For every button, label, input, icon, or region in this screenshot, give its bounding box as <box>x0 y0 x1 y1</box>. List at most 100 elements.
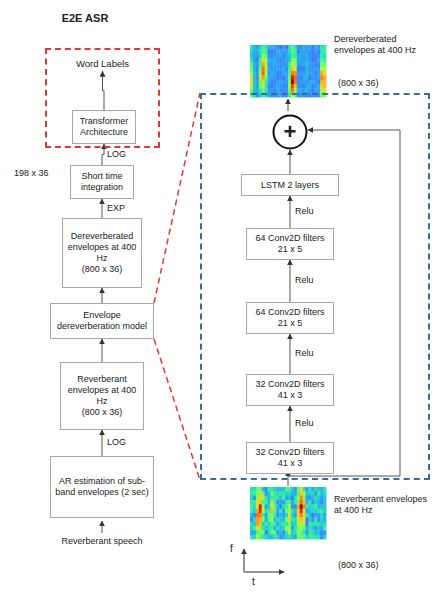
spectrogram-cell <box>282 500 285 505</box>
spectrogram-cell <box>265 84 268 89</box>
spectrogram-cell <box>314 49 317 54</box>
spectrogram-cell <box>311 49 314 54</box>
spectrogram-cell <box>294 513 297 518</box>
spectrogram-cell <box>276 84 279 89</box>
spectrogram-cell <box>285 535 288 540</box>
spectrogram-cell <box>320 487 323 492</box>
spectrogram-cell <box>250 75 253 80</box>
spectrogram-cell <box>308 58 311 63</box>
flow-arrow <box>103 71 105 110</box>
spectrogram-cell <box>285 58 288 63</box>
spectrogram-cell <box>262 509 265 514</box>
spectrogram-cell <box>270 487 273 492</box>
spectrogram-cell <box>276 45 279 50</box>
spectrogram-cell <box>279 513 282 518</box>
spectrogram-cell <box>314 67 317 72</box>
spectrogram-cell <box>276 530 279 535</box>
spectrogram-cell <box>311 526 314 531</box>
box-label: Envelope dereverberation model <box>54 310 150 332</box>
model-box: Envelope dereverberation model <box>50 303 154 339</box>
spectrogram-cell <box>323 504 326 509</box>
spectrogram-cell <box>308 522 311 527</box>
spectrogram-cell <box>308 504 311 509</box>
spectrogram-cell <box>265 49 268 54</box>
spectrogram-cell <box>297 54 300 59</box>
spectrogram-cell <box>259 45 262 50</box>
spectrogram-cell <box>323 526 326 531</box>
spectrogram-cell <box>303 491 306 496</box>
spectrogram-cell <box>288 500 291 505</box>
spectrogram-cell <box>297 62 300 67</box>
spectrogram-cell <box>317 62 320 67</box>
spectrogram-cell <box>294 62 297 67</box>
spectrogram-cell <box>268 84 271 89</box>
spectrogram-cell <box>300 54 303 59</box>
spectrogram-cell <box>273 500 276 505</box>
spectrogram-cell <box>276 58 279 63</box>
spectrogram-cell <box>273 517 276 522</box>
spectrogram-cell <box>265 80 268 85</box>
spectrogram-cell <box>323 491 326 496</box>
conv-box: 32 Conv2D filters 41 x 3 <box>246 374 334 406</box>
spectrogram-cell <box>273 491 276 496</box>
spectrogram-cell <box>297 84 300 89</box>
spectrogram-cell <box>268 496 271 501</box>
spectrogram-cell <box>262 535 265 540</box>
annotation: (800 x 36) <box>338 560 418 571</box>
spectrogram-cell <box>259 500 262 505</box>
spectrogram-cell <box>253 75 256 80</box>
edge-label: LOG <box>106 150 127 160</box>
spectrogram-cell <box>276 522 279 527</box>
spectrogram-cell <box>262 530 265 535</box>
spectrogram-cell <box>273 526 276 531</box>
spectrogram-cell <box>317 509 320 514</box>
spectrogram-cell <box>268 62 271 67</box>
spectrogram-cell <box>256 487 259 492</box>
spectrogram-cell <box>303 62 306 67</box>
spectrogram-cell <box>265 509 268 514</box>
spectrogram-cell <box>288 509 291 514</box>
spectrogram-cell <box>273 504 276 509</box>
spectrogram-cell <box>294 522 297 527</box>
spectrogram-cell <box>317 530 320 535</box>
spectrogram-cell <box>311 80 314 85</box>
spectrogram-cell <box>297 504 300 509</box>
spectrogram-cell <box>308 487 311 492</box>
spectrogram-cell <box>320 509 323 514</box>
spectrogram-cell <box>273 496 276 501</box>
spectrogram-cell <box>306 58 309 63</box>
spectrogram-cell <box>276 75 279 80</box>
spectrogram-cell <box>279 84 282 89</box>
output-region: Word LabelsTransformer Architecture <box>45 48 160 148</box>
spectrogram-cell <box>311 487 314 492</box>
spectrogram-cell <box>306 535 309 540</box>
spectrogram-cell <box>285 526 288 531</box>
spectrogram-cell <box>303 496 306 501</box>
spectrogram-cell <box>314 522 317 527</box>
spectrogram-cell <box>279 517 282 522</box>
spectrogram-cell <box>294 80 297 85</box>
spectrogram-cell <box>256 84 259 89</box>
spectrogram-cell <box>288 496 291 501</box>
flow-arrow <box>102 430 103 456</box>
spectrogram-cell <box>294 509 297 514</box>
spectrogram-cell <box>291 80 294 85</box>
spectrogram-cell <box>262 522 265 527</box>
spectrogram-cell <box>314 58 317 63</box>
flow-arrow <box>290 334 291 374</box>
spectrogram-cell <box>273 45 276 50</box>
spectrogram-cell <box>279 504 282 509</box>
spectrogram-cell <box>262 49 265 54</box>
spectrogram-cell <box>317 49 320 54</box>
spectrogram-cell <box>300 530 303 535</box>
spectrogram-cell <box>288 80 291 85</box>
spectrogram-cell <box>265 491 268 496</box>
spectrogram-cell <box>320 54 323 59</box>
spectrogram-cell <box>259 80 262 85</box>
spectrogram-cell <box>285 84 288 89</box>
spectrogram-cell <box>308 62 311 67</box>
spectrogram-cell <box>291 75 294 80</box>
spectrogram-cell <box>288 526 291 531</box>
spectrogram-cell <box>297 496 300 501</box>
spectrogram-cell <box>282 513 285 518</box>
